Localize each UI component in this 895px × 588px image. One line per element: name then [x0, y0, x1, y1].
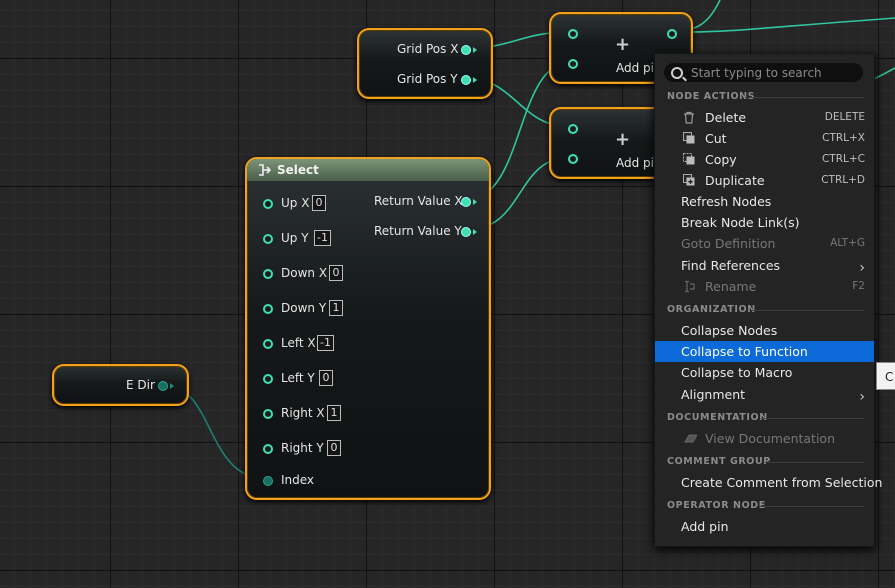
grid-pos-x-arrow — [473, 47, 477, 53]
grid-pos-y-label: Grid Pos Y — [397, 72, 458, 86]
index-pin[interactable] — [263, 476, 273, 486]
return-value-x-arrow — [473, 199, 477, 205]
left-y-pin[interactable] — [263, 374, 273, 384]
menu-item-view-documentation[interactable]: View Documentation — [655, 428, 874, 449]
wire-add-top-out-2 — [689, 17, 895, 33]
menu-item-alignment[interactable]: Alignment › — [655, 384, 874, 405]
right-x-label: Right X — [281, 406, 325, 420]
add-bottom-input-a-pin[interactable] — [568, 124, 578, 134]
left-y-label: Left Y — [281, 371, 315, 385]
return-value-y-pin[interactable] — [461, 227, 471, 237]
add-operator-icon: + — [615, 34, 631, 55]
up-x-pin[interactable] — [263, 199, 273, 209]
down-y-value[interactable]: 1 — [329, 300, 343, 316]
up-y-label: Up Y — [281, 231, 309, 245]
add-top-output-pin[interactable] — [667, 29, 677, 39]
section-documentation-label: DOCUMENTATION — [667, 412, 768, 423]
menu-item-duplicate[interactable]: Duplicate CTRL+D — [655, 170, 874, 191]
section-organization-label: ORGANIZATION — [667, 304, 756, 315]
right-x-value[interactable]: 1 — [327, 405, 341, 421]
down-x-label: Down X — [281, 266, 328, 280]
up-x-value[interactable]: 0 — [312, 195, 326, 211]
menu-item-collapse-nodes[interactable]: Collapse Nodes — [681, 323, 778, 338]
section-node-actions-label: NODE ACTIONS — [667, 91, 756, 102]
rename-icon — [685, 280, 695, 293]
section-operator-node: OPERATOR NODE — [667, 500, 864, 511]
menu-item-refresh-nodes[interactable]: Refresh Nodes — [681, 194, 772, 209]
left-x-label: Left X — [281, 336, 316, 350]
add-bottom-pin-label[interactable]: Add pin — [616, 156, 662, 170]
chevron-right-icon: › — [859, 260, 865, 276]
add-top-input-a-pin[interactable] — [568, 29, 578, 39]
section-organization: ORGANIZATION — [667, 304, 864, 315]
menu-item-rename[interactable]: Rename F2 — [655, 276, 874, 297]
down-y-label: Down Y — [281, 301, 327, 315]
right-y-label: Right Y — [281, 441, 324, 455]
return-value-y-label: Return Value Y — [374, 224, 462, 238]
cut-icon — [683, 132, 695, 144]
menu-item-add-pin[interactable]: Add pin — [681, 519, 729, 534]
copy-icon — [683, 153, 695, 165]
down-x-pin[interactable] — [263, 269, 273, 279]
context-menu: NODE ACTIONS Delete DELETE Cut CTRL+X Co… — [654, 53, 883, 547]
e-dir-arrow — [170, 383, 174, 389]
menu-item-create-comment[interactable]: Create Comment from Selection — [681, 475, 883, 490]
add-bottom-input-b-pin[interactable] — [568, 154, 578, 164]
right-y-pin[interactable] — [263, 444, 273, 454]
section-comment-group-label: COMMENT GROUP — [667, 456, 771, 467]
grid-pos-y-pin[interactable] — [461, 75, 471, 85]
chevron-right-icon: › — [859, 389, 865, 405]
select-icon — [259, 164, 272, 176]
grid-pos-node[interactable]: Grid Pos X Grid Pos Y — [357, 28, 493, 99]
down-y-pin[interactable] — [263, 304, 273, 314]
e-dir-node[interactable]: E Dir — [52, 364, 189, 406]
left-y-value[interactable]: 0 — [319, 370, 333, 386]
e-dir-pin[interactable] — [158, 381, 168, 391]
right-x-pin[interactable] — [263, 409, 273, 419]
return-value-y-arrow — [473, 229, 477, 235]
section-operator-node-label: OPERATOR NODE — [667, 500, 766, 511]
duplicate-icon — [683, 174, 695, 186]
grid-pos-y-arrow — [473, 77, 477, 83]
index-label: Index — [281, 473, 315, 487]
select-node-title: Select — [277, 163, 319, 177]
menu-item-delete[interactable]: Delete DELETE — [655, 107, 874, 128]
add-top-pin-label[interactable]: Add pin — [616, 61, 662, 75]
section-documentation: DOCUMENTATION — [667, 412, 864, 423]
select-node[interactable]: Select Up X 0 Up Y -1 Down X 0 Down Y 1 … — [245, 157, 491, 500]
menu-item-collapse-to-macro[interactable]: Collapse to Macro — [681, 365, 793, 380]
menu-item-collapse-to-function[interactable]: Collapse to Function — [655, 341, 874, 362]
wire-offscreen — [871, 67, 895, 81]
grid-pos-x-pin[interactable] — [461, 45, 471, 55]
search-icon — [671, 67, 683, 79]
up-y-value[interactable]: -1 — [314, 230, 331, 246]
menu-item-goto-definition[interactable]: Goto Definition ALT+G — [681, 236, 865, 251]
return-value-x-pin[interactable] — [461, 197, 471, 207]
documentation-icon — [684, 434, 697, 443]
menu-item-break-node-links[interactable]: Break Node Link(s) — [681, 215, 800, 230]
section-node-actions: NODE ACTIONS — [667, 91, 864, 102]
select-node-header: Select — [247, 159, 489, 181]
add-top-input-b-pin[interactable] — [568, 59, 578, 69]
left-x-value[interactable]: -1 — [317, 335, 334, 351]
menu-item-find-references[interactable]: Find References › — [655, 255, 874, 276]
left-x-pin[interactable] — [263, 339, 273, 349]
menu-item-cut[interactable]: Cut CTRL+X — [655, 128, 874, 149]
e-dir-label: E Dir — [126, 378, 155, 392]
return-value-x-label: Return Value X — [374, 194, 463, 208]
section-comment-group: COMMENT GROUP — [667, 456, 864, 467]
menu-item-copy[interactable]: Copy CTRL+C — [655, 149, 874, 170]
up-x-label: Up X — [281, 196, 310, 210]
grid-pos-x-label: Grid Pos X — [397, 42, 459, 56]
tooltip: C — [876, 362, 895, 390]
trash-icon — [684, 111, 694, 124]
add-operator-icon: + — [615, 129, 631, 150]
down-x-value[interactable]: 0 — [329, 265, 343, 281]
search-box[interactable] — [664, 63, 863, 82]
up-y-pin[interactable] — [263, 234, 273, 244]
search-input[interactable] — [691, 65, 856, 80]
right-y-value[interactable]: 0 — [327, 440, 341, 456]
